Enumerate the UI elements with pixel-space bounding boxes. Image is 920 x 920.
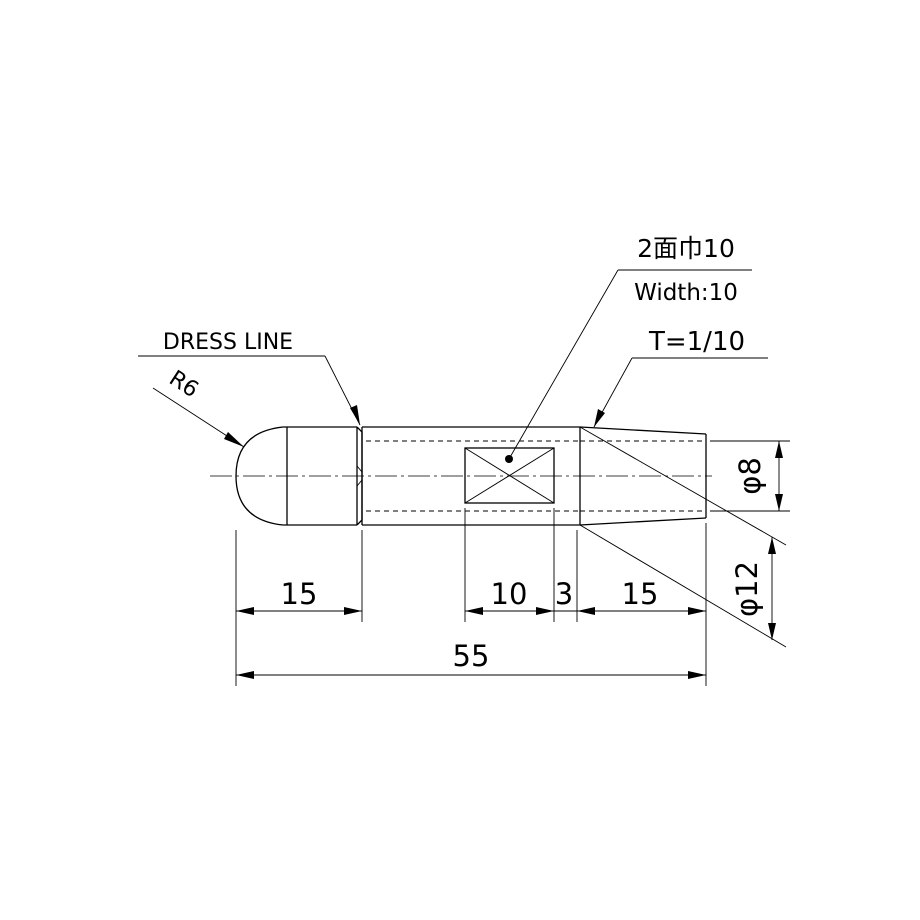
label-width-en: Width:10 — [634, 280, 738, 306]
dim-label-total: 55 — [453, 639, 490, 673]
arrow-head — [688, 607, 706, 615]
arrow-head — [350, 405, 360, 425]
tip-dome — [235, 426, 287, 526]
label-dress-line: DRESS LINE — [163, 330, 293, 355]
arrow-head — [236, 671, 254, 679]
arrow-head — [768, 623, 776, 640]
dim-label-gap: 3 — [555, 577, 573, 611]
arrow-head — [775, 494, 783, 511]
taper-top-edge — [579, 426, 707, 435]
taper-bottom-edge — [579, 517, 707, 526]
arrow-head — [465, 607, 483, 615]
dim-label-taper: 15 — [622, 577, 659, 611]
wrench-flat — [464, 447, 555, 504]
flat-cross-2 — [464, 447, 555, 504]
arrow-head — [344, 607, 362, 615]
arrow-head — [688, 671, 706, 679]
dim-label-dia12: φ12 — [730, 561, 764, 617]
arrow-head — [236, 607, 254, 615]
ext-line-dia12-top — [579, 426, 787, 546]
leader-width — [508, 269, 619, 460]
arrow-head — [224, 432, 244, 447]
arrow-head — [536, 607, 554, 615]
label-taper: T=1/10 — [648, 327, 745, 357]
arrow-head — [775, 441, 783, 458]
dim-label-flat: 10 — [491, 577, 528, 611]
arrow-head — [577, 607, 595, 615]
label-r6: R6 — [164, 366, 202, 403]
label-width-jp: 2面巾10 — [637, 234, 735, 263]
arrow-head — [594, 409, 605, 427]
dim-label-dia8: φ8 — [733, 457, 767, 495]
dim-label-tip: 15 — [281, 577, 318, 611]
arrow-head — [768, 537, 776, 554]
groove-center-mark — [356, 465, 363, 487]
ext-line-dia12-bottom — [579, 524, 787, 648]
